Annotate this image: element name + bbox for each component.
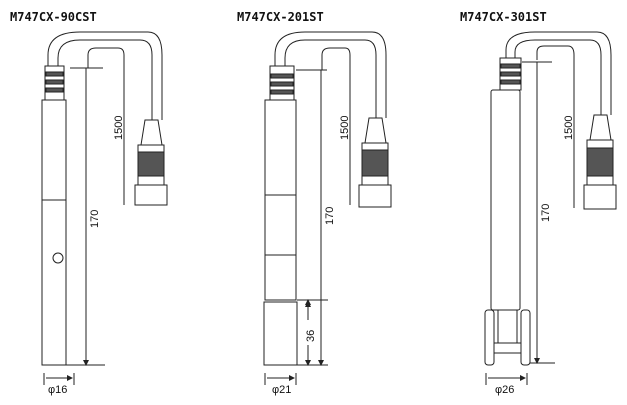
electrode-body	[264, 99, 297, 301]
diameter-label: φ26	[495, 384, 514, 396]
electrode-cap	[499, 57, 522, 91]
cable-length-label: 1500	[339, 116, 351, 140]
electrode-tip	[263, 301, 298, 366]
probe-m747cx-90cst: M747CX-90CST 1500 170 φ16	[10, 10, 168, 396]
length-label: 170	[324, 207, 336, 225]
length-label: 170	[540, 204, 552, 222]
model-title: M747CX-201ST	[237, 10, 324, 24]
cable-length-label: 1500	[113, 116, 125, 140]
electrode-cap	[269, 65, 295, 101]
electrode-body	[41, 99, 67, 366]
length-label: 170	[89, 210, 101, 228]
electrode-cap	[44, 65, 65, 101]
probe-m747cx-201st: M747CX-201ST 1500 36 170 φ21	[237, 10, 392, 396]
electrode-hole	[52, 252, 64, 264]
cable-dimension-line	[87, 47, 125, 205]
connector	[134, 119, 168, 206]
model-title: M747CX-90CST	[10, 10, 97, 24]
connector	[583, 114, 617, 210]
model-title: M747CX-301ST	[460, 10, 547, 24]
connector	[358, 117, 392, 208]
probe-m747cx-301st: M747CX-301ST 1500 170 φ26	[460, 10, 617, 396]
cable	[47, 31, 163, 120]
electrode-body	[490, 89, 521, 311]
diameter-label: φ16	[48, 384, 67, 396]
diameter-label: φ21	[272, 384, 291, 396]
cable-length-label: 1500	[563, 116, 575, 140]
electrode-guard	[484, 309, 531, 366]
tip-length-label: 36	[305, 330, 317, 342]
